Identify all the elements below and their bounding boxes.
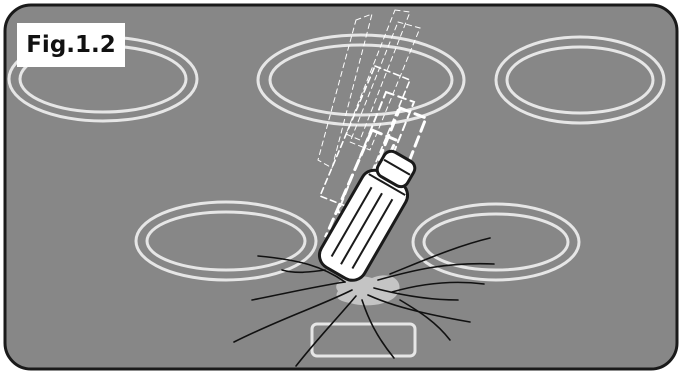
- crack-icon: [233, 237, 495, 367]
- burner-ring-top-right: [494, 35, 666, 125]
- burner-ring-bottom-left: [134, 200, 318, 282]
- burner-ring-top-center: [256, 33, 466, 127]
- shaker-bottle-icon: [317, 149, 417, 282]
- impact-spill: [336, 275, 400, 306]
- control-panel: [310, 322, 417, 358]
- figure-label: Fig.1.2: [17, 23, 125, 67]
- burner-ring-bottom-right: [411, 202, 581, 282]
